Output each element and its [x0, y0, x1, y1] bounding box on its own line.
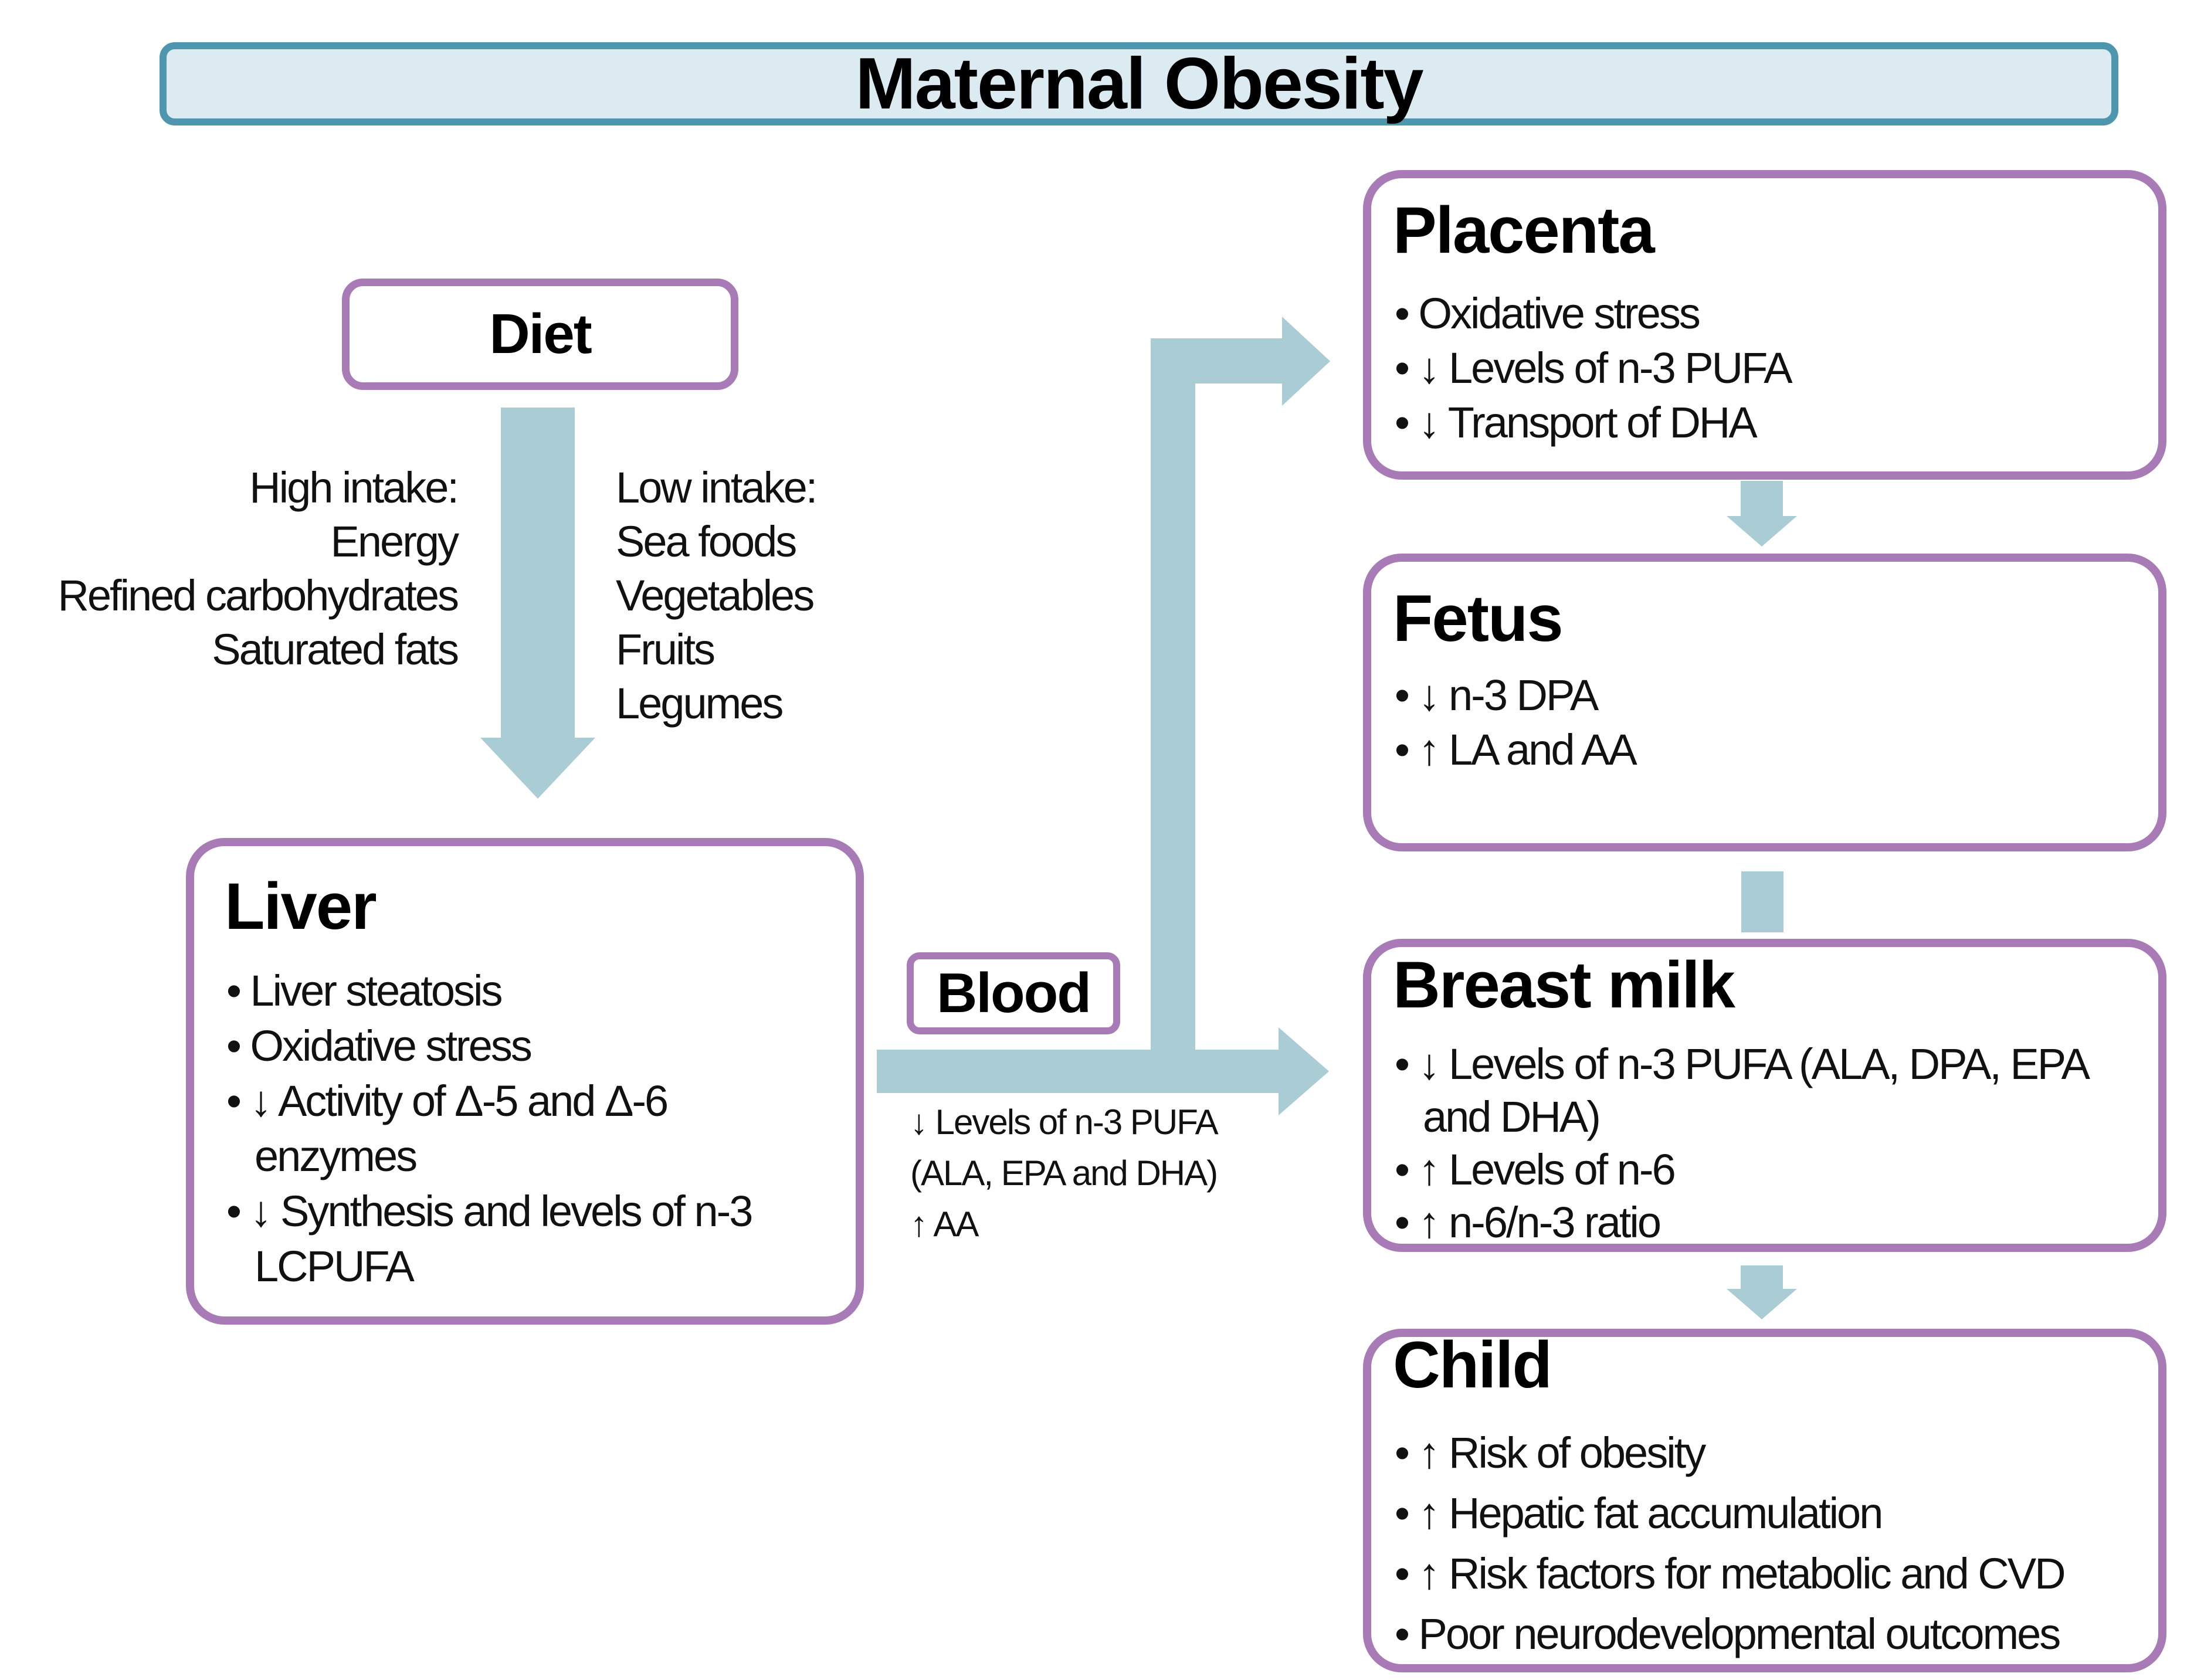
diet-to-liver-arrow-body — [501, 408, 575, 738]
fetus-to-breastmilk-connector — [1741, 871, 1783, 932]
list-item: ↓ Levels of n-3 PUFA — [1395, 341, 2145, 395]
list-item: ↑ Levels of n-6 — [1395, 1143, 2151, 1196]
page-title: Maternal Obesity — [855, 43, 1423, 124]
blood-arrow-note: ↓ Levels of n-3 PUFA (ALA, EPA and DHA) … — [910, 1097, 1274, 1250]
child-title: Child — [1393, 1328, 1552, 1401]
list-item: ↓ Transport of DHA — [1395, 395, 2145, 450]
placenta-title: Placenta — [1393, 194, 1655, 267]
list-item: ↑ Risk factors for metabolic and CVD — [1395, 1543, 2157, 1604]
diet-to-liver-arrow-head — [480, 738, 595, 799]
breast-milk-bullets: ↓ Levels of n-3 PUFA (ALA, DPA, EPA and … — [1395, 1038, 2151, 1249]
list-item: ↑ Hepatic fat accumulation — [1395, 1483, 2157, 1543]
placenta-bullets: Oxidative stress ↓ Levels of n-3 PUFA ↓ … — [1395, 286, 2145, 450]
diet-box: Diet — [342, 279, 738, 390]
blood-to-placenta-arrow-head — [1282, 317, 1330, 406]
intake-line: Legumes — [616, 679, 784, 728]
list-item: ↓ Synthesis and levels of n-3 LCPUFA — [226, 1184, 860, 1294]
fetus-bullets: ↓ n-3 DPA ↑ LA and AA — [1395, 668, 2145, 777]
list-item: ↓ Activity of Δ-5 and Δ-6 enzymes — [226, 1074, 860, 1184]
diet-label: Diet — [489, 303, 592, 365]
intake-line: Sea foods — [616, 517, 797, 566]
liver-to-breastmilk-arrow-body — [877, 1050, 1279, 1093]
list-item: ↑ n-6/n-3 ratio — [1395, 1196, 2151, 1249]
blood-to-placenta-arrow-vertical — [1151, 338, 1195, 1093]
list-item: Oxidative stress — [1395, 286, 2145, 341]
breastmilk-to-child-arrow-body — [1741, 1265, 1783, 1290]
liver-title: Liver — [225, 870, 377, 943]
low-intake-text: Low intake: Sea foods Vegetables Fruits … — [616, 461, 1026, 731]
blood-label: Blood — [937, 962, 1091, 1024]
blood-box: Blood — [907, 952, 1120, 1034]
note-line: (ALA, EPA and DHA) — [910, 1153, 1218, 1193]
fetus-title: Fetus — [1393, 582, 1564, 655]
intake-line: High intake: — [249, 463, 459, 512]
child-bullets: ↑ Risk of obesity ↑ Hepatic fat accumula… — [1395, 1423, 2157, 1664]
list-item: Liver steatosis — [226, 963, 860, 1019]
intake-line: Low intake: — [616, 463, 818, 512]
placenta-to-fetus-arrow-head — [1727, 516, 1797, 547]
list-item: ↑ LA and AA — [1395, 722, 2145, 777]
note-line: ↑ AA — [910, 1204, 979, 1244]
list-item: ↑ Risk of obesity — [1395, 1423, 2157, 1483]
list-item: Poor neurodevelopmental outcomes — [1395, 1604, 2157, 1664]
note-line: ↓ Levels of n-3 PUFA — [910, 1102, 1219, 1142]
list-item: Oxidative stress — [226, 1019, 860, 1074]
intake-line: Refined carbohydrates — [57, 571, 459, 620]
liver-bullets: Liver steatosis Oxidative stress ↓ Activ… — [226, 963, 860, 1294]
placenta-to-fetus-arrow-body — [1741, 481, 1783, 516]
title-bar: Maternal Obesity — [160, 42, 2118, 125]
list-item: ↓ n-3 DPA — [1395, 668, 2145, 722]
intake-line: Fruits — [616, 625, 716, 674]
breast-milk-title: Breast milk — [1393, 948, 1735, 1021]
liver-to-breastmilk-arrow-head — [1279, 1027, 1329, 1115]
high-intake-text: High intake: Energy Refined carbohydrate… — [23, 461, 459, 677]
breastmilk-to-child-arrow-head — [1727, 1289, 1797, 1319]
intake-line: Energy — [330, 517, 459, 566]
blood-to-placenta-arrow-bend — [1151, 338, 1282, 383]
intake-line: Vegetables — [616, 571, 815, 620]
list-item: ↓ Levels of n-3 PUFA (ALA, DPA, EPA and … — [1395, 1038, 2151, 1143]
intake-line: Saturated fats — [212, 625, 459, 674]
